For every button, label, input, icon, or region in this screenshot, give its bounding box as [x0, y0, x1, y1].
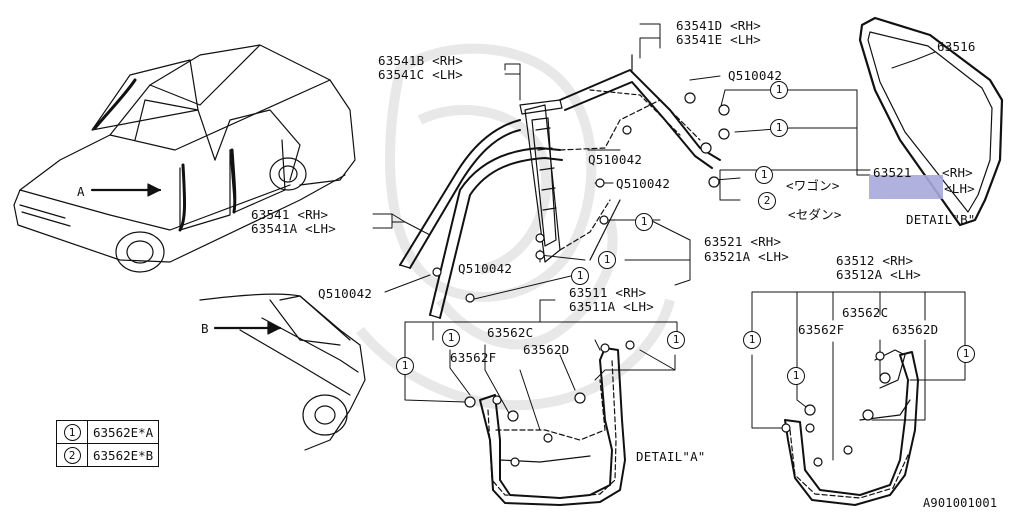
- label-63541B: 63541B <RH>: [378, 53, 463, 68]
- label-63521: 63521 <RH>: [704, 234, 782, 249]
- legend-part: 63562E*A: [86, 420, 160, 444]
- legend-row: 1 63562E*A: [56, 420, 160, 444]
- marker-1: 1: [770, 119, 788, 137]
- label-view-a: A: [77, 184, 85, 199]
- legend-row: 2 63562E*B: [56, 443, 160, 467]
- label-q510042-top: Q510042: [728, 68, 783, 83]
- marker-2: 2: [758, 192, 776, 210]
- label-63512A: 63512A <LH>: [836, 267, 921, 282]
- front-door-weatherstrip: [399, 119, 563, 319]
- marker-1: 1: [396, 357, 414, 375]
- label-detail-b: DETAIL"B": [906, 212, 976, 227]
- label-63562C-detail-a: 63562C: [487, 325, 534, 340]
- marker-1: 1: [787, 367, 805, 385]
- label-view-b: B: [201, 321, 209, 336]
- marker-1: 1: [743, 331, 761, 349]
- label-63541D: 63541D <RH>: [676, 18, 761, 33]
- label-63562D-detail-b: 63562D: [892, 322, 939, 337]
- label-63541E: 63541E <LH>: [676, 32, 761, 47]
- wagon-rear-illustration: [199, 293, 366, 451]
- label-63562F-detail-b: 63562F: [798, 322, 845, 337]
- label-63521-rh: <RH>: [942, 165, 973, 180]
- label-wagon: <ワゴン>: [786, 178, 840, 193]
- label-q510042-clip: Q510042: [616, 176, 671, 191]
- label-63541A: 63541A <LH>: [251, 221, 336, 236]
- label-q510042-mid: Q510042: [588, 152, 643, 167]
- legend-marker: 1: [63, 423, 81, 441]
- label-sedan: <セダン>: [788, 207, 842, 222]
- label-63562F-detail-a: 63562F: [450, 350, 497, 365]
- rear-gate-weatherstrip: [858, 16, 1004, 227]
- sedan-car-illustration: [13, 44, 356, 273]
- label-q510042-lower: Q510042: [458, 261, 513, 276]
- marker-1: 1: [635, 213, 653, 231]
- highlight-band: [869, 175, 943, 199]
- label-63541: 63541 <RH>: [251, 207, 329, 222]
- marker-1: 1: [442, 329, 460, 347]
- label-63541C: 63541C <LH>: [378, 67, 463, 82]
- label-63521-detail-b: 63521: [873, 165, 912, 180]
- label-63512: 63512 <RH>: [836, 253, 914, 268]
- marker-1: 1: [667, 331, 685, 349]
- label-q510042-left: Q510042: [318, 286, 373, 301]
- marker-1: 1: [957, 345, 975, 363]
- label-63521-lh: <LH>: [944, 181, 975, 196]
- clip-fasteners: [432, 92, 891, 467]
- label-63511A: 63511A <LH>: [569, 299, 654, 314]
- label-63521A: 63521A <LH>: [704, 249, 789, 264]
- marker-1: 1: [598, 251, 616, 269]
- label-63516: 63516: [937, 39, 976, 54]
- watermark-emblem: [356, 43, 675, 411]
- marker-1: 1: [755, 166, 773, 184]
- legend-part: 63562E*B: [86, 443, 160, 467]
- label-63562C-detail-b: 63562C: [842, 305, 889, 320]
- detail-b-door-seal: [784, 349, 919, 506]
- document-id: A901001001: [923, 496, 998, 510]
- part-legend-table: 1 63562E*A 2 63562E*B: [56, 420, 160, 467]
- legend-marker: 2: [63, 446, 81, 464]
- label-63511: 63511 <RH>: [569, 285, 647, 300]
- marker-1: 1: [770, 81, 788, 99]
- marker-1: 1: [571, 267, 589, 285]
- label-63562D-detail-a: 63562D: [523, 342, 570, 357]
- label-detail-a: DETAIL"A": [636, 449, 706, 464]
